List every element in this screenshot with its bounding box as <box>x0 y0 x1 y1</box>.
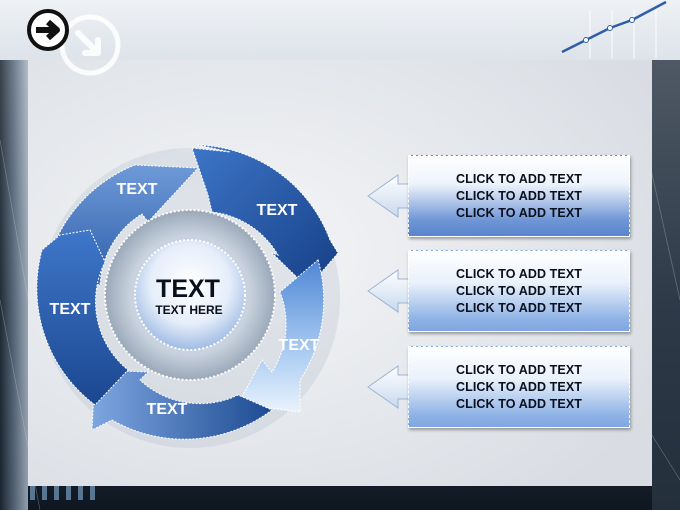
callout-2-line-2: CLICK TO ADD TEXT <box>455 283 582 298</box>
line-chart-icon <box>561 0 667 58</box>
cycle-segment-left[interactable] <box>36 229 129 406</box>
center-title: TEXT <box>156 275 220 303</box>
arrow-right-circle-icon <box>27 9 69 51</box>
callout-2-line-1: CLICK TO ADD TEXT <box>455 266 582 281</box>
callout-box-1[interactable]: CLICK TO ADD TEXT CLICK TO ADD TEXT CLIC… <box>408 155 630 237</box>
right-edge-decoration <box>652 60 680 510</box>
cycle-diagram <box>36 144 340 448</box>
segment-label-1: TEXT <box>117 181 158 198</box>
callout-box-3[interactable]: CLICK TO ADD TEXT CLICK TO ADD TEXT CLIC… <box>408 346 630 428</box>
cycle-segment-top-right[interactable] <box>191 144 339 289</box>
callout-3-line-2: CLICK TO ADD TEXT <box>455 379 582 394</box>
cycle-segment-bottom[interactable] <box>91 369 273 440</box>
callout-3-line-3: CLICK TO ADD TEXT <box>455 396 582 411</box>
callout-1-line-1: CLICK TO ADD TEXT <box>455 171 582 186</box>
callout-3-line-1: CLICK TO ADD TEXT <box>455 362 582 377</box>
callout-1-line-3: CLICK TO ADD TEXT <box>455 205 582 220</box>
segment-label-5: TEXT <box>50 301 91 318</box>
callout-2-line-3: CLICK TO ADD TEXT <box>455 300 582 315</box>
cycle-segment-right[interactable] <box>237 259 325 413</box>
callout-1-line-2: CLICK TO ADD TEXT <box>455 188 582 203</box>
segment-label-2: TEXT <box>257 202 298 219</box>
center-subtitle: TEXT HERE <box>155 303 222 317</box>
segment-label-3: TEXT <box>279 337 320 354</box>
callout-box-2[interactable]: CLICK TO ADD TEXT CLICK TO ADD TEXT CLIC… <box>408 250 630 332</box>
left-edge-decoration <box>0 60 28 510</box>
cycle-center-circle[interactable] <box>134 239 246 351</box>
segment-label-4: TEXT <box>147 401 188 418</box>
